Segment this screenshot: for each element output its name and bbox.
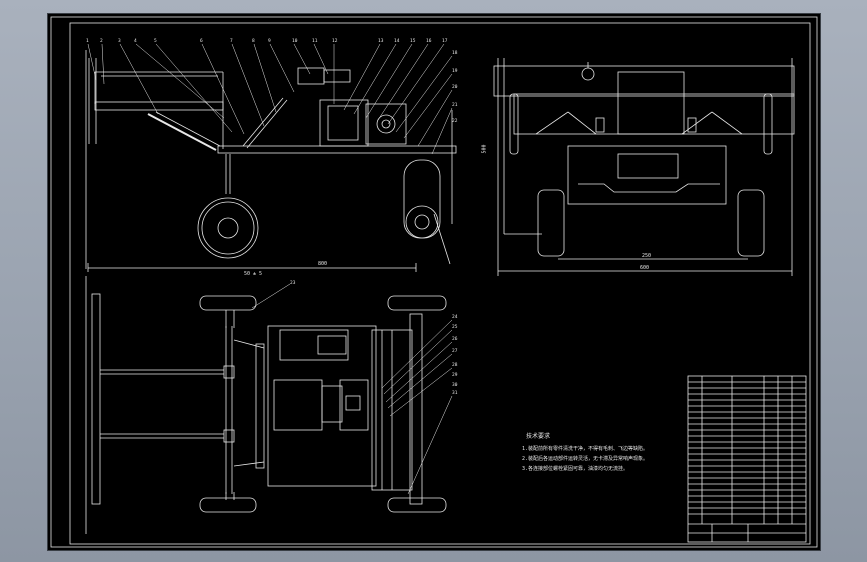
plan-left-rail [91, 293, 101, 505]
side-view [85, 43, 457, 272]
callout-side-12: 12 [332, 38, 338, 44]
callout-side-13: 13 [378, 38, 384, 44]
callout-plan-30: 30 [452, 382, 458, 388]
front-brace-left [535, 111, 569, 135]
plan-engine [273, 379, 323, 431]
side-dim-note: 50 ± 5 [244, 271, 263, 277]
main-frame [94, 101, 224, 111]
side-dim-length: 800 [318, 261, 328, 267]
callout-side-19: 19 [452, 68, 458, 74]
front-dim-inner: 250 [642, 253, 652, 259]
outer-frame [50, 16, 818, 548]
plan-wheel-bottom-left [199, 497, 257, 513]
callout-side-17: 17 [442, 38, 448, 44]
plan-view [85, 276, 453, 534]
callout-plan-27: 27 [452, 348, 458, 354]
callout-side-11: 11 [312, 38, 318, 44]
technical-note-1: 1.装配前所有零件清洗干净，不得有毛刺、飞边等缺陷。 [522, 446, 649, 452]
front-view [493, 58, 795, 276]
callout-side-22: 22 [452, 118, 458, 124]
chain-case [365, 103, 407, 145]
callout-side-5: 5 [154, 38, 157, 44]
front-axle-frame [567, 145, 727, 205]
callout-leaders [87, 43, 453, 155]
front-axle [578, 183, 720, 193]
technical-note-3: 3.各连接部位螺栓紧固可靠，油漆均匀无流挂。 [522, 466, 629, 472]
front-dim-overall: 600 [640, 265, 650, 271]
front-brace-right [681, 111, 713, 135]
callout-side-4: 4 [134, 38, 137, 44]
plan-wheel-bottom-right [387, 497, 447, 513]
callout-plan-29: 29 [452, 372, 458, 378]
callout-side-16: 16 [426, 38, 432, 44]
side-dim-height: 500 [481, 144, 488, 154]
callout-side-8: 8 [252, 38, 255, 44]
inner-frame [69, 22, 811, 545]
callout-side-2: 2 [100, 38, 103, 44]
front-engine-box [617, 71, 685, 135]
plan-gearbox [339, 379, 369, 431]
callout-plan-23: 23 [290, 280, 296, 286]
front-top-beam [513, 93, 795, 135]
engine-block [297, 67, 325, 85]
side-rear-wheel [197, 197, 259, 259]
callout-plan-26: 26 [452, 336, 458, 342]
lift-arm [242, 97, 284, 147]
callout-side-18: 18 [452, 50, 458, 56]
callout-plan-28: 28 [452, 362, 458, 368]
gearbox [319, 99, 369, 147]
technical-notes-title: 技术要求 [526, 433, 551, 440]
callout-side-7: 7 [230, 38, 233, 44]
callout-side-3: 3 [118, 38, 121, 44]
callout-side-20: 20 [452, 84, 458, 90]
front-right-wheel [737, 189, 765, 257]
callout-plan-24: 24 [452, 314, 458, 320]
callout-side-1: 1 [86, 38, 89, 44]
title-block-grid [687, 375, 807, 543]
front-left-wheel [537, 189, 565, 257]
technical-note-2: 2.装配后各运动部件运转灵活，无卡滞及异常响声现象。 [522, 456, 649, 462]
callout-plan-25: 25 [452, 324, 458, 330]
plan-fuel-tank [279, 329, 349, 361]
hydraulic-cylinder [147, 113, 217, 151]
cad-drawing: 1234567891011121314151617181920212223242… [50, 16, 818, 548]
chassis-beam [217, 145, 457, 154]
callout-side-9: 9 [268, 38, 271, 44]
callout-side-6: 6 [200, 38, 203, 44]
callout-plan-31: 31 [452, 390, 458, 396]
side-front-track [403, 159, 441, 239]
callout-side-21: 21 [452, 102, 458, 108]
plan-wheel-top-right [387, 295, 447, 311]
sprocket [376, 114, 396, 134]
plan-callout-leaders [251, 283, 453, 495]
callout-side-14: 14 [394, 38, 400, 44]
callout-side-15: 15 [410, 38, 416, 44]
callout-side-10: 10 [292, 38, 298, 44]
plan-wheel-top-left [199, 295, 257, 311]
plan-body [267, 325, 377, 487]
